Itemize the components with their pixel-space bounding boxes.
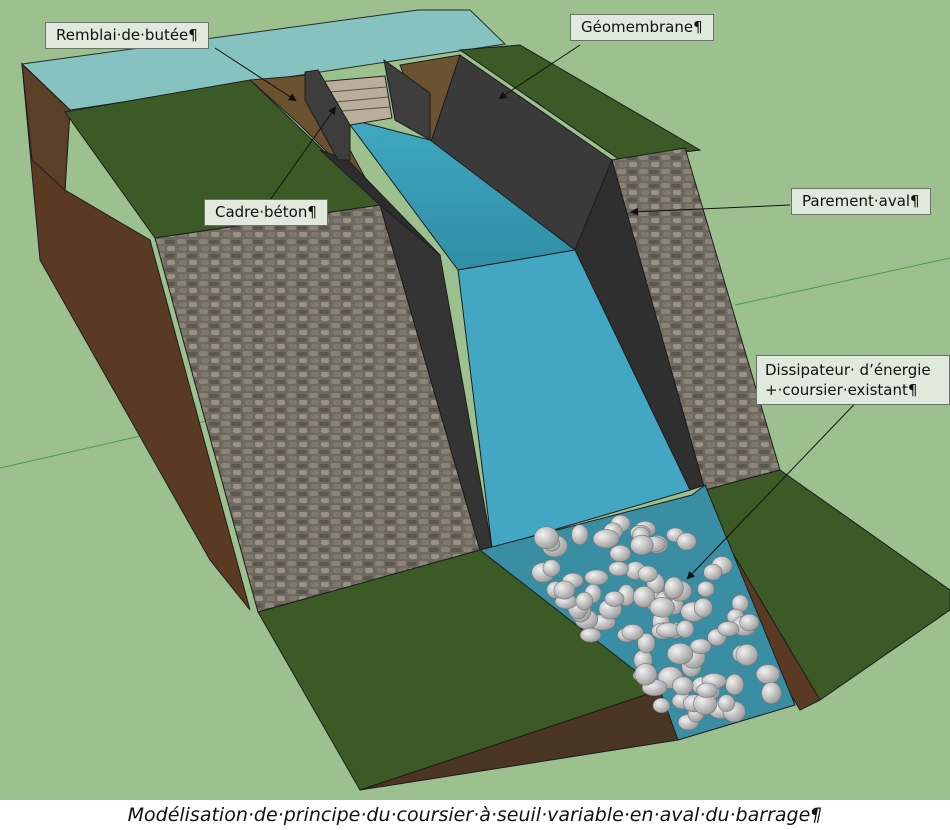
rock	[553, 580, 576, 600]
leader-cadre	[269, 106, 337, 201]
axis-line-right	[734, 257, 950, 306]
rock	[761, 681, 782, 705]
dam-spillway-model	[0, 0, 950, 800]
label-dissipateur-line2: +·coursier·existant¶	[765, 381, 918, 399]
rock	[697, 580, 715, 598]
figure-caption: Modélisation·de·principe·du·coursier·à·s…	[0, 800, 950, 830]
diagram-stage: Remblai·de·butée¶ Géomembrane¶ Cadre·bét…	[0, 0, 950, 800]
front-soil-edge	[359, 689, 679, 791]
leader-lines	[214, 44, 869, 580]
rock	[664, 576, 684, 600]
left-soil-step	[21, 62, 71, 192]
label-dissipateur: Dissipateur· d’énergie +·coursier·exista…	[756, 355, 950, 405]
weir-step-2	[335, 96, 389, 103]
rock	[703, 563, 723, 581]
rock	[717, 621, 740, 637]
leader-geomembrane	[498, 44, 581, 100]
rock	[689, 638, 712, 654]
rock	[542, 559, 561, 577]
rock	[579, 627, 602, 643]
rock	[652, 697, 671, 714]
rock	[634, 663, 657, 686]
rock	[676, 620, 695, 639]
rock	[592, 529, 620, 549]
label-parement: Parement·aval¶	[791, 188, 931, 215]
rock	[632, 586, 655, 608]
rock	[693, 597, 713, 618]
rock	[637, 565, 658, 583]
label-remblai: Remblai·de·butée¶	[45, 22, 209, 49]
label-dissipateur-line1: Dissipateur· d’énergie	[765, 361, 931, 379]
rock	[666, 642, 694, 665]
right-crest-grass	[458, 44, 702, 161]
rock	[676, 532, 697, 551]
rock	[637, 632, 656, 654]
riprap-rocks	[531, 514, 782, 731]
concrete-frame-right	[383, 58, 431, 141]
label-cadre: Cadre·béton¶	[204, 199, 328, 226]
concrete-frame-left	[304, 69, 351, 161]
rock	[649, 597, 675, 618]
rock	[725, 673, 745, 696]
rock	[735, 643, 759, 666]
rock	[739, 613, 760, 632]
rock	[630, 534, 654, 556]
leader-dissipateur	[686, 389, 869, 580]
rock	[533, 526, 559, 550]
spillway-water-chute	[457, 249, 691, 549]
leader-remblai	[214, 47, 297, 102]
rock	[575, 591, 594, 610]
weir-step-1	[329, 86, 387, 93]
weir-step-3	[341, 106, 391, 112]
rock	[604, 591, 625, 607]
rock	[609, 544, 631, 562]
rock	[621, 624, 644, 641]
leader-parement	[630, 204, 791, 216]
rock	[672, 676, 694, 696]
label-geomembrane: Géomembrane¶	[570, 14, 714, 41]
rock	[696, 682, 718, 698]
rock	[717, 694, 736, 712]
rock	[571, 524, 589, 546]
